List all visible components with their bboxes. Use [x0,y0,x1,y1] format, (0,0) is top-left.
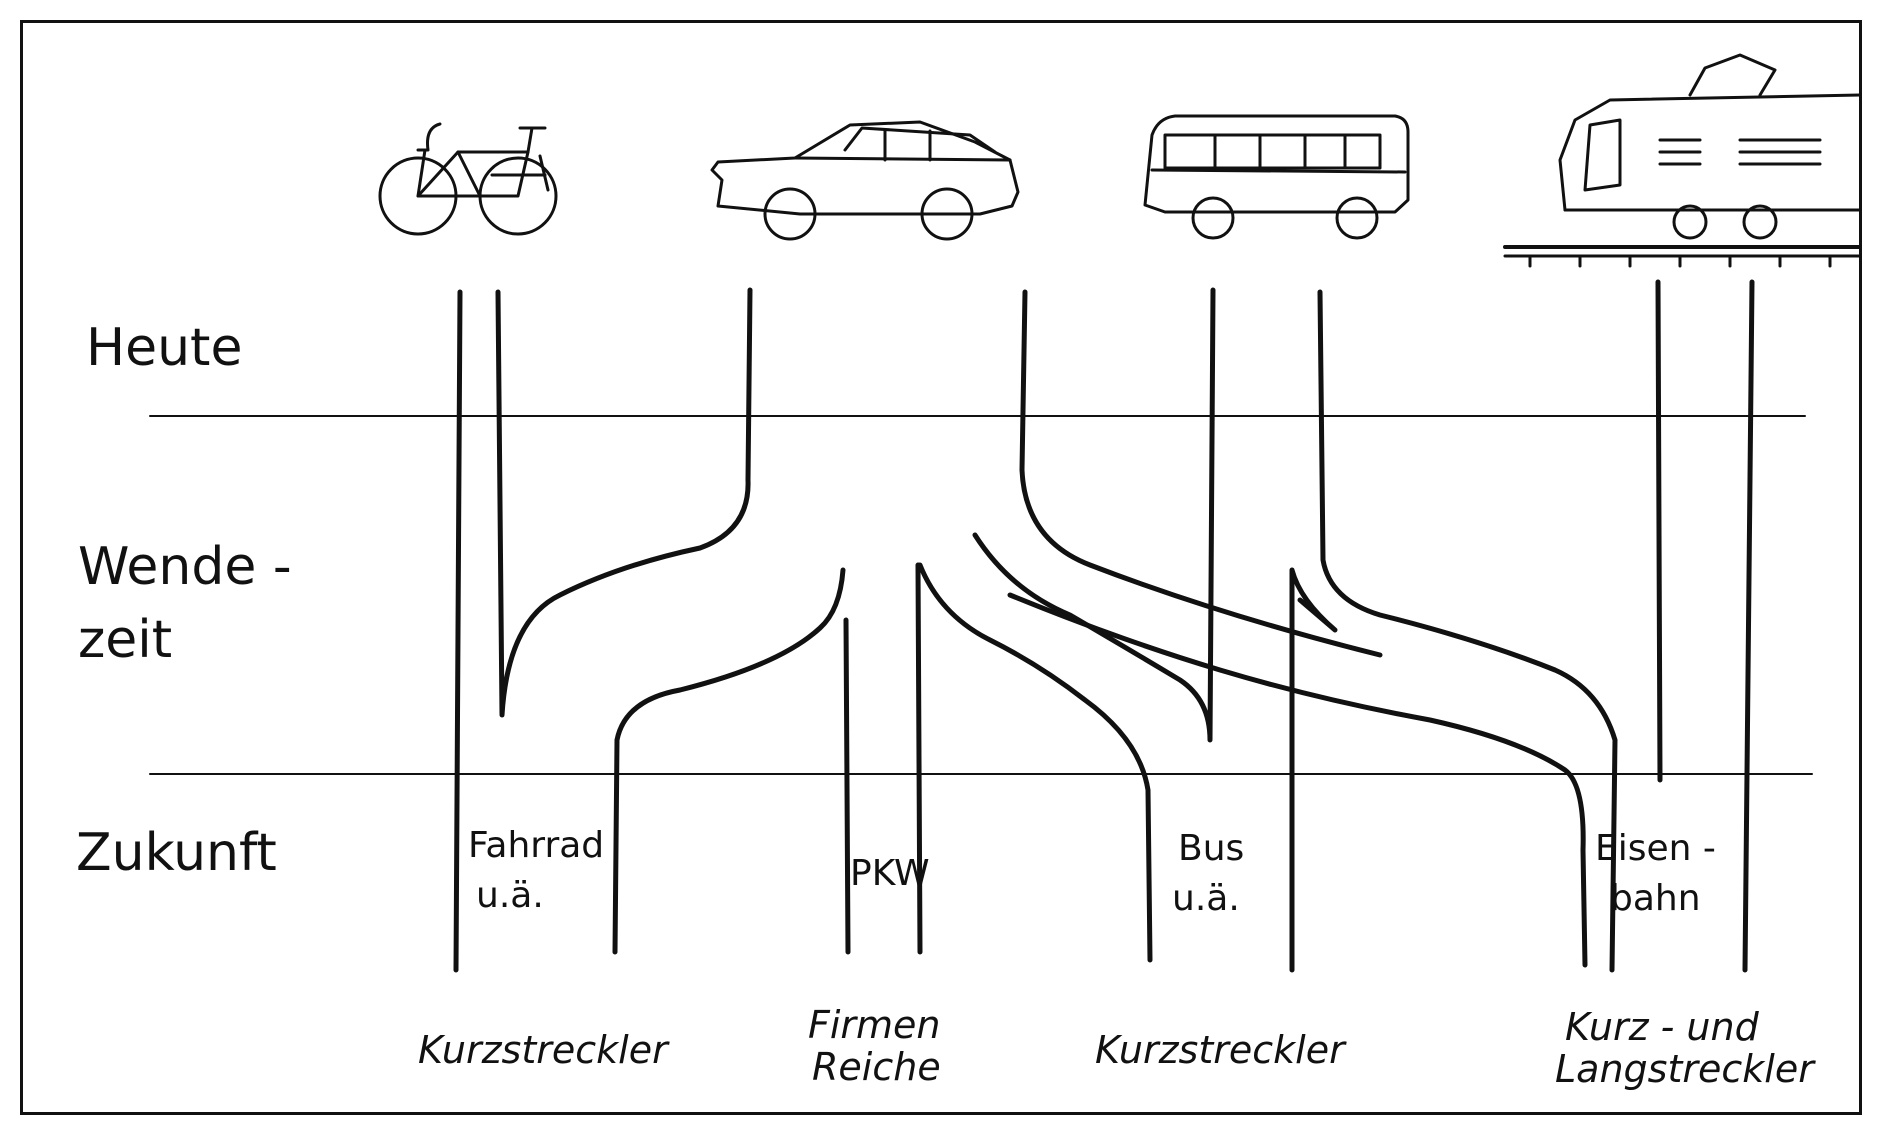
train-icon [1503,53,1862,268]
flow-bus-right [1317,289,1618,973]
row-label-heute: Heute [86,318,242,378]
diagram-frame [20,20,1862,1115]
group-label-reiche: Reiche [812,1045,941,1089]
flow-pkw-right [917,562,1153,963]
row-label-wende-2: zeit [78,610,172,670]
group-label-firmen: Firmen [808,1003,941,1047]
bus-icon [1143,114,1410,240]
flow-pkw-left [612,567,846,955]
lane-label-fahrrad-2: u.ä. [476,875,544,916]
row-label-wende-1: Wende - [78,537,292,597]
flow-car-to-bus [1019,289,1383,658]
flow-train-left [1655,279,1663,783]
lane-label-eisenbahn-1: Eisen - [1595,828,1716,869]
bicycle-icon [378,122,558,236]
group-label-kurzstreckler-2: Kurzstreckler [1095,1028,1347,1072]
lane-label-eisenbahn-2: bahn [1610,878,1701,919]
row-label-zukunft: Zukunft [76,823,277,883]
flow-bus-to-train [1007,592,1588,968]
flow-lines [453,279,1755,973]
lane-label-pkw: PKW [850,853,930,894]
lane-label-fahrrad-1: Fahrrad [468,825,604,866]
flow-train-right [1742,279,1755,973]
flow-bus-left [972,287,1216,743]
group-label-kurz-und: Kurz - und [1565,1005,1760,1049]
flow-pkw-mid-left [843,617,851,955]
flow-fahrrad-right [495,287,753,718]
lane-label-bus-2: u.ä. [1172,878,1240,919]
flow-pkw-mid-right [915,562,923,955]
car-icon [710,120,1020,241]
group-label-kurzstreckler-1: Kurzstreckler [418,1028,670,1072]
group-label-langstreckler: Langstreckler [1555,1047,1816,1091]
flow-bus-fork [1289,567,1338,973]
flow-fahrrad-left [453,289,463,973]
lane-label-bus-1: Bus [1178,828,1244,869]
